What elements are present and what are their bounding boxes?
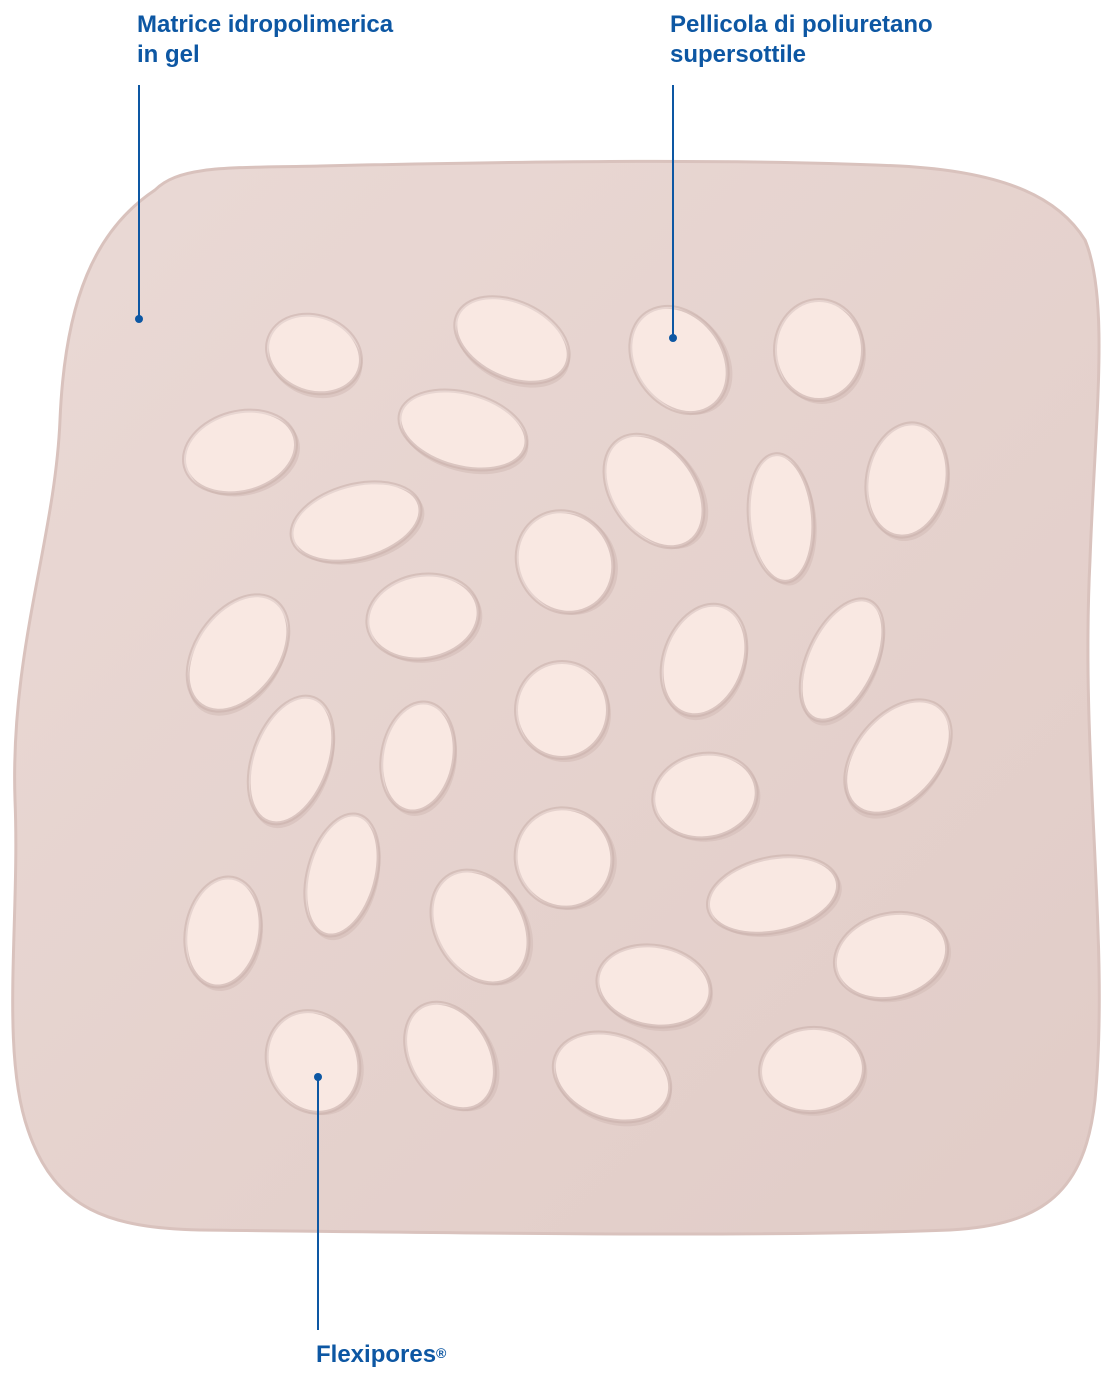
flexipores-label-text: Flexipores bbox=[316, 1341, 436, 1368]
gel-matrix-label-line2: in gel bbox=[137, 40, 393, 70]
film-leader-dot bbox=[669, 334, 677, 342]
gel-matrix-label-line1: Matrice idropolimerica bbox=[137, 10, 393, 40]
pu-film-label-line2: supersottile bbox=[670, 40, 933, 70]
gel-matrix-label: Matrice idropolimerica in gel bbox=[137, 10, 393, 70]
flexipores-label: Flexipores® bbox=[316, 1340, 446, 1370]
registered-mark: ® bbox=[436, 1345, 446, 1361]
pu-film-label-line1: Pellicola di poliuretano bbox=[670, 10, 933, 40]
gel-leader-dot bbox=[135, 315, 143, 323]
pu-film-label: Pellicola di poliuretano supersottile bbox=[670, 10, 933, 70]
flexipores-leader-dot bbox=[314, 1073, 322, 1081]
